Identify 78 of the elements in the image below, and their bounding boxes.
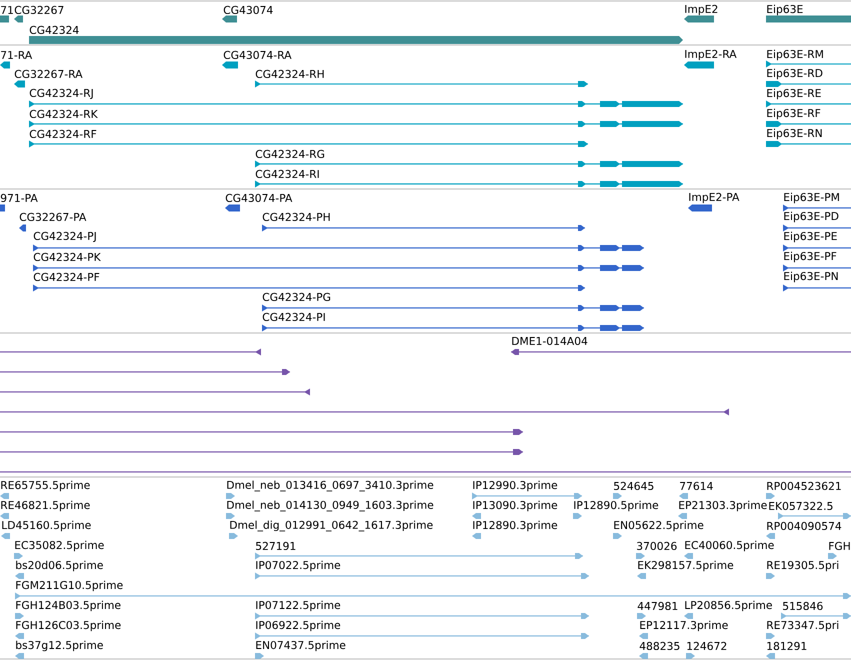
feature-label: Eip63E-PD: [784, 212, 838, 222]
feature-label: 527191: [256, 542, 296, 550]
feature-label: 71-RA: [1, 51, 32, 59]
feature-label: Eip63E-PM: [784, 192, 839, 204]
feature-label: CG42324-PJ: [34, 232, 96, 242]
feature-label: CG32267: [14, 6, 64, 14]
feature-label: bs20d06.5prime: [16, 560, 103, 572]
feature-label: CG42324-PG: [262, 292, 330, 302]
feature-label: CG42324: [30, 26, 79, 34]
feature-label: IP06922.5prime: [256, 620, 340, 632]
feature-label: 488235: [640, 642, 680, 650]
feature-label: IP12990.3prime: [473, 480, 558, 492]
feature-label: FGH126C03.5prime: [16, 620, 121, 632]
feature-label: DME1-014A04: [512, 336, 588, 346]
feature-label: ImpE2-PA: [689, 192, 740, 204]
feature-label: IP07022.5prime: [256, 560, 340, 572]
feature-label: CG43074: [224, 6, 273, 14]
feature-label: Dmel_dig_012991_0642_1617.3prime: [230, 520, 433, 532]
feature-label: CG42324-RJ: [30, 88, 93, 100]
feature-label: CG42324-RF: [30, 130, 96, 138]
feature-label: FGH124B03.5prime: [16, 600, 120, 612]
feature-label: RP004523621: [767, 482, 841, 490]
feature-label: RE19305.5pri: [767, 560, 838, 572]
feature-label: Eip63E: [767, 4, 803, 16]
feature-label: Dmel_neb_014130_0949_1603.3prime: [227, 500, 434, 512]
feature-label: EN05622.5prime: [614, 520, 704, 532]
feature-label: Dmel_neb_013416_0697_3410.3prime: [227, 480, 434, 492]
feature-label: 77614: [680, 482, 713, 490]
feature-label: CG32267-PA: [20, 212, 86, 222]
feature-label: 524645: [614, 482, 654, 490]
feature-label: Eip63E-PE: [784, 232, 837, 242]
feature-label: 515846: [783, 602, 823, 610]
feature-label: Eip63E-RF: [767, 108, 820, 120]
feature-label: Eip63E-RN: [767, 128, 822, 140]
feature-label: EN07437.5prime: [256, 640, 346, 652]
feature-label: CG42324-RG: [256, 150, 324, 158]
feature-label: 447981: [638, 602, 678, 610]
feature-label: CG42324-RH: [256, 70, 324, 78]
feature-label: Eip63E-RD: [767, 68, 822, 80]
feature-label: IP12890.3prime: [473, 520, 558, 532]
feature-label: EC35082.5prime: [15, 540, 104, 552]
feature-label: RE65755.5prime: [1, 480, 90, 492]
feature-label: LP20856.5prime: [685, 600, 772, 612]
feature-label: ImpE2: [685, 4, 718, 16]
feature-label: EK057322.5: [769, 502, 832, 510]
feature-label: EP12117.3prime: [640, 620, 728, 632]
feature-label: IP07122.5prime: [256, 600, 340, 612]
feature-label: 181291: [767, 642, 806, 650]
feature-label: ImpE2-RA: [685, 50, 737, 60]
feature-label: CG43074-RA: [224, 50, 292, 60]
feature-label: CG42324-PK: [34, 252, 101, 262]
feature-label: FGH: [829, 542, 850, 550]
feature-label: RP004090574: [767, 522, 842, 530]
feature-label: 71: [1, 6, 13, 14]
feature-label: CG42324-PH: [262, 212, 330, 222]
feature-label: IP12890.5prime: [574, 500, 658, 512]
feature-label: LD45160.5prime: [2, 520, 91, 532]
feature-label: CG42324-PI: [262, 312, 325, 322]
feature-label: EP21303.3prime: [679, 500, 767, 512]
feature-label: CG42324-RI: [256, 170, 319, 178]
feature-label: Eip63E-PF: [784, 252, 836, 262]
feature-label: CG43074-PA: [226, 194, 292, 202]
feature-label: IP13090.3prime: [473, 500, 558, 512]
feature-label: Eip63E-PN: [784, 272, 838, 282]
feature-label: 124672: [687, 642, 726, 650]
feature-label: Eip63E-RM: [767, 50, 823, 60]
feature-label: EK298157.5prime: [638, 560, 734, 572]
feature-label: RE46821.5prime: [1, 500, 90, 512]
feature-label: EC40060.5prime: [685, 540, 774, 552]
feature-label: CG42324-RK: [30, 110, 98, 118]
feature-label: CG32267-RA: [14, 70, 82, 78]
feature-label: 971-PA: [0, 194, 38, 202]
feature-label: RE73347.5pri: [767, 620, 838, 632]
feature-label: 370026: [637, 542, 677, 550]
feature-label: CG42324-PF: [34, 272, 100, 282]
feature-label: bs37g12.5prime: [16, 640, 103, 652]
feature-label: FGM211G10.5prime: [16, 580, 123, 592]
feature-label: Eip63E-RE: [767, 88, 821, 100]
